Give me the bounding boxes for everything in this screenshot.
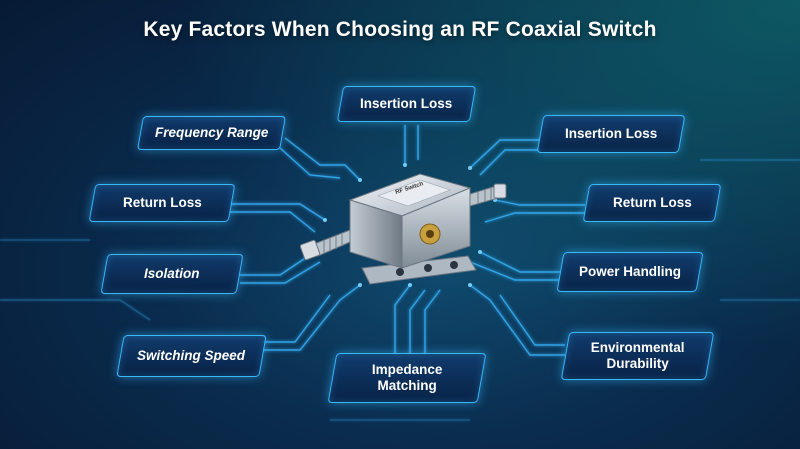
page-title: Key Factors When Choosing an RF Coaxial … — [143, 18, 657, 41]
factor-environmental-durability: Environmental Durability — [560, 332, 715, 380]
factor-isolation: Isolation — [100, 254, 244, 294]
factor-power-handling: Power Handling — [556, 252, 704, 292]
factor-insertion-loss-top: Insertion Loss — [336, 86, 477, 122]
factor-return-loss-left: Return Loss — [88, 184, 236, 222]
factor-return-loss-right: Return Loss — [582, 184, 722, 222]
factor-insertion-loss-right: Insertion Loss — [536, 115, 686, 153]
factor-frequency-range: Frequency Range — [137, 116, 286, 150]
rf-switch-device: RF Switch — [300, 173, 507, 285]
factor-impedance-matching: Impedance Matching — [327, 353, 487, 403]
factor-switching-speed: Switching Speed — [116, 335, 267, 377]
